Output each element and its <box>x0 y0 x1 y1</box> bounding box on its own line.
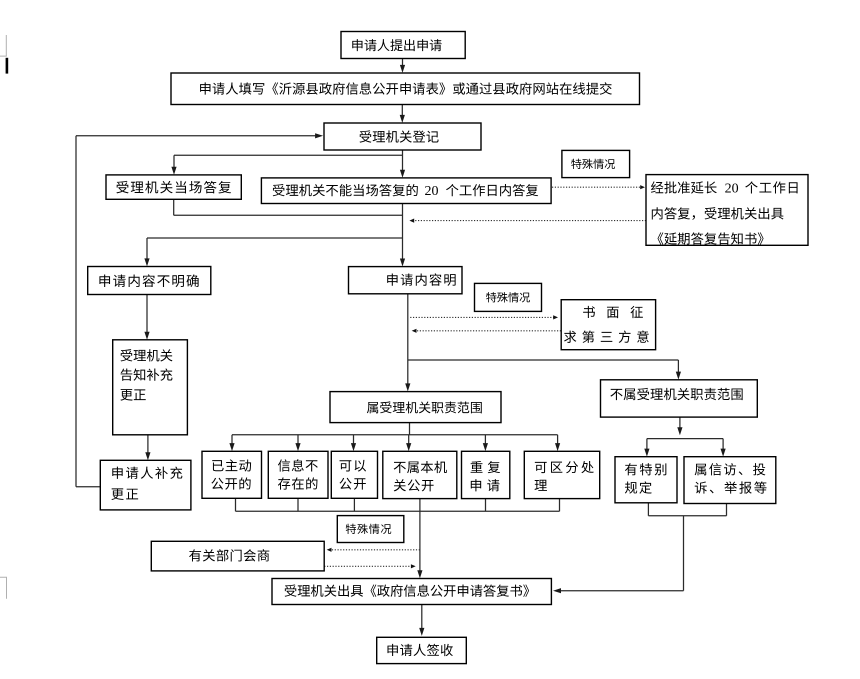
svg-text:20: 20 <box>725 181 739 196</box>
svg-text:20: 20 <box>425 184 439 199</box>
